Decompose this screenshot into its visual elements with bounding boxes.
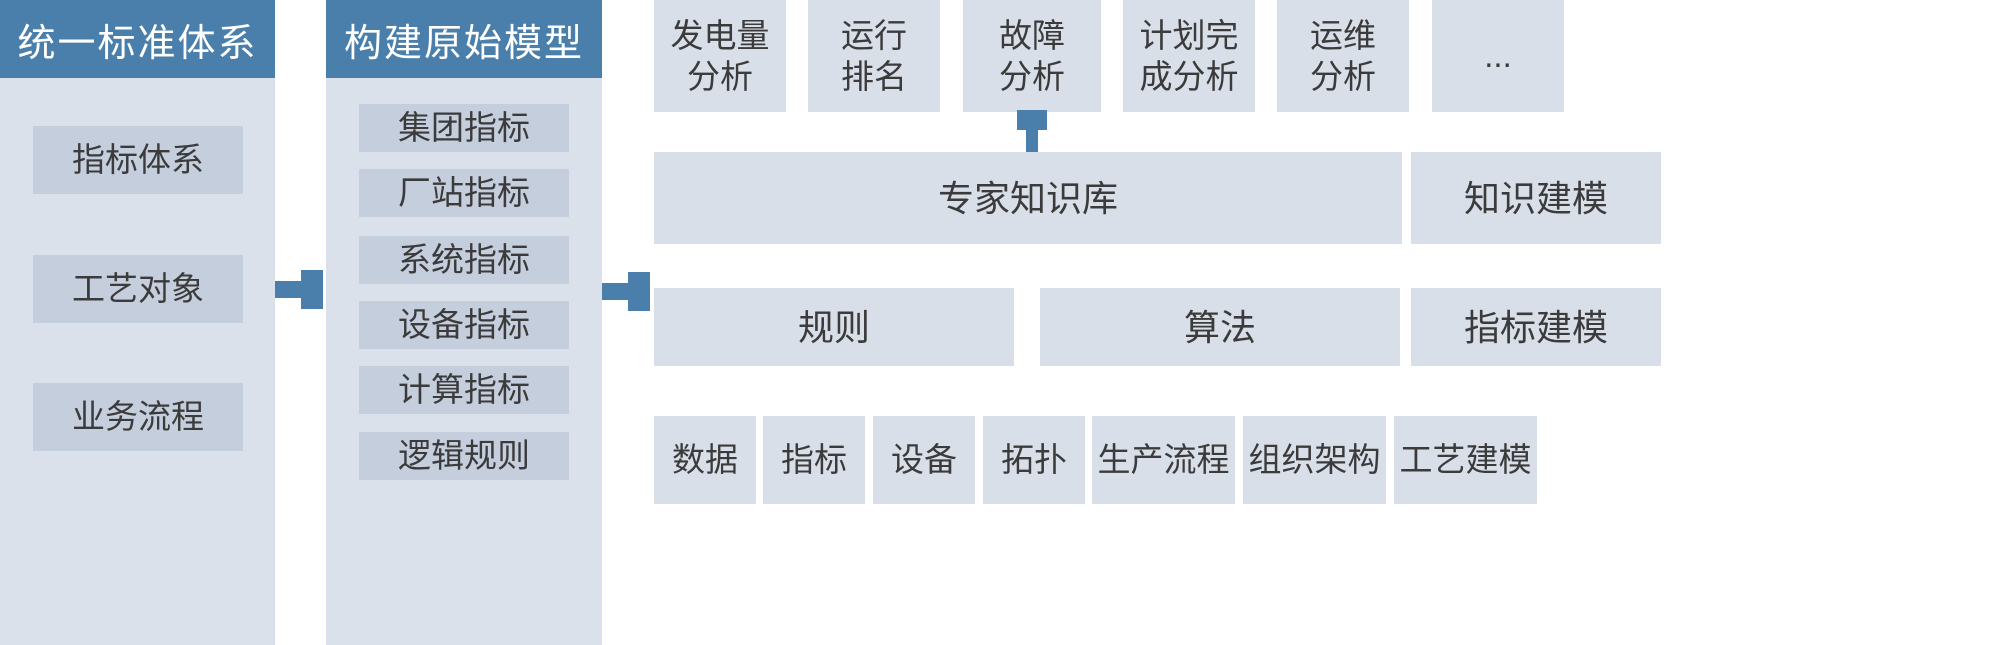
column-2-item-5[interactable]: 计算指标 <box>359 366 569 414</box>
base-tile-3[interactable]: 设备 <box>873 416 975 504</box>
arrow-head <box>1017 110 1047 130</box>
arrow-head <box>628 272 650 311</box>
column-2-item-2[interactable]: 厂站指标 <box>359 169 569 217</box>
arrow-shaft <box>602 283 632 300</box>
base-tile-2[interactable]: 指标 <box>763 416 865 504</box>
column-1-header: 统一标准体系 <box>0 0 275 78</box>
analysis-tile-more[interactable]: ... <box>1432 0 1564 112</box>
column-1-item-2[interactable]: 工艺对象 <box>33 255 243 323</box>
arrow-head <box>301 270 323 309</box>
knowledge-modeling-tile[interactable]: 知识建模 <box>1411 152 1661 244</box>
base-tile-1[interactable]: 数据 <box>654 416 756 504</box>
column-2-item-1[interactable]: 集团指标 <box>359 104 569 152</box>
rule-tile[interactable]: 规则 <box>654 288 1014 366</box>
analysis-tile-4[interactable]: 计划完 成分析 <box>1123 0 1255 112</box>
indicator-modeling-tile[interactable]: 指标建模 <box>1411 288 1661 366</box>
column-2-header: 构建原始模型 <box>326 0 602 78</box>
arrow-right-icon-1 <box>275 270 326 309</box>
arrow-right-icon-2 <box>602 272 653 311</box>
base-tile-5[interactable]: 生产流程 <box>1092 416 1235 504</box>
column-2-item-6[interactable]: 逻辑规则 <box>359 432 569 480</box>
column-2-item-4[interactable]: 设备指标 <box>359 301 569 349</box>
base-tile-4[interactable]: 拓扑 <box>983 416 1085 504</box>
analysis-tile-2[interactable]: 运行 排名 <box>808 0 940 112</box>
algorithm-tile[interactable]: 算法 <box>1040 288 1400 366</box>
knowledge-base-tile[interactable]: 专家知识库 <box>654 152 1402 244</box>
analysis-tile-3[interactable]: 故障 分析 <box>963 0 1101 112</box>
analysis-tile-5[interactable]: 运维 分析 <box>1277 0 1409 112</box>
analysis-tile-1[interactable]: 发电量 分析 <box>654 0 786 112</box>
base-tile-6[interactable]: 组织架构 <box>1243 416 1386 504</box>
base-tile-7[interactable]: 工艺建模 <box>1394 416 1537 504</box>
column-2-item-3[interactable]: 系统指标 <box>359 236 569 284</box>
column-1-item-3[interactable]: 业务流程 <box>33 383 243 451</box>
arrow-shaft <box>275 281 305 298</box>
column-1-item-1[interactable]: 指标体系 <box>33 126 243 194</box>
